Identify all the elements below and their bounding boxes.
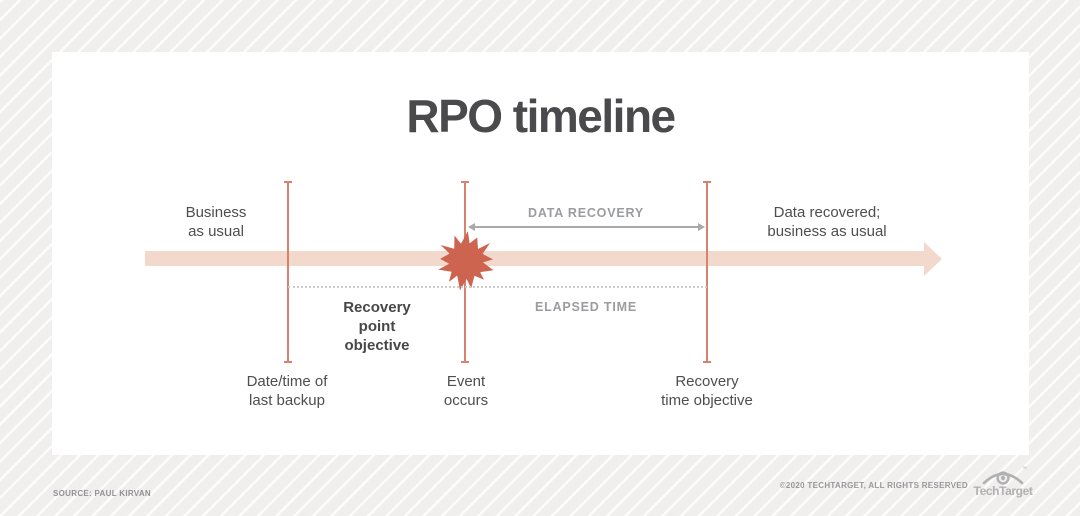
right-arrowhead-icon <box>698 223 705 231</box>
trademark-symbol: ™ <box>1022 466 1027 472</box>
event-occurs-label: Event occurs <box>443 373 489 409</box>
recovery-point-objective-label: Recovery point objective <box>343 299 411 354</box>
elapsed-time-dotted-line <box>288 286 707 288</box>
infographic-card: RPO timeline Business as usual DATA RECO… <box>52 52 1029 455</box>
rto-marker-line <box>703 181 711 363</box>
timeline-band <box>145 251 924 266</box>
footer-right: ©2020 TECHTARGET, ALL RIGHTS RESERVED ™ … <box>779 466 1033 498</box>
elapsed-time-label: ELAPSED TIME <box>535 300 637 314</box>
source-credit: SOURCE: PAUL KIRVAN <box>53 489 152 498</box>
data-recovery-span-arrow <box>468 223 705 231</box>
starburst-event-icon <box>438 231 494 291</box>
left-arrowhead-icon <box>468 223 475 231</box>
business-as-usual-label: Business as usual <box>185 204 247 240</box>
data-recovery-label: DATA RECOVERY <box>528 206 644 220</box>
right-arrowhead-icon <box>924 242 942 276</box>
span-arrow-line <box>470 226 703 228</box>
techtarget-logo: ™ TechTarget <box>973 466 1033 498</box>
techtarget-eye-icon <box>982 471 1024 485</box>
techtarget-wordmark: TechTarget <box>973 484 1033 498</box>
page-title: RPO timeline <box>406 90 676 142</box>
date-time-last-backup-label: Date/time of last backup <box>246 373 328 409</box>
copyright-text: ©2020 TECHTARGET, ALL RIGHTS RESERVED <box>779 481 968 490</box>
backup-marker-line <box>284 181 292 363</box>
recovery-time-objective-label: Recovery time objective <box>661 373 753 409</box>
data-recovered-label: Data recovered; business as usual <box>767 204 887 240</box>
